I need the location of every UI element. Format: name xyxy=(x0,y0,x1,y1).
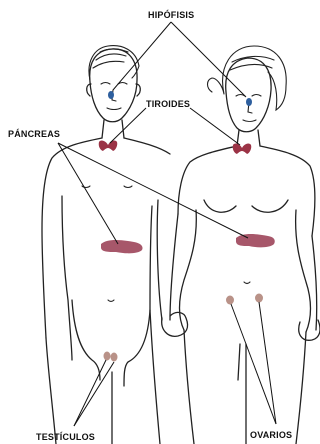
male-pancreas-gland xyxy=(101,240,143,253)
male-mouth xyxy=(107,108,121,110)
pointer-testiculos-right xyxy=(74,362,114,426)
ovary-left xyxy=(226,296,234,305)
pointer-hipofisis-female xyxy=(171,22,246,97)
label-pancreas: PÁNCREAS xyxy=(8,129,60,139)
pointer-tiroides-female xyxy=(190,108,240,145)
female-bust xyxy=(204,200,288,212)
testicle-right xyxy=(111,353,118,362)
label-testiculos: TESTÍCULOS xyxy=(36,432,95,442)
female-arm-right xyxy=(312,236,317,330)
female-navel xyxy=(244,282,250,284)
female-leg-right xyxy=(296,332,306,444)
male-chest-right xyxy=(124,186,132,188)
female-pituitary-gland xyxy=(246,98,252,106)
pointer-testiculos-left xyxy=(74,360,106,426)
label-ovarios: OVARIOS xyxy=(250,430,292,440)
male-navel xyxy=(108,300,114,302)
pointer-hipofisis-male xyxy=(113,22,171,90)
male-eye-left xyxy=(101,83,110,85)
label-hipofisis: HIPÓFISIS xyxy=(148,9,194,20)
testicle-left xyxy=(104,352,111,361)
male-arm-left-inner xyxy=(62,196,72,360)
male-neck xyxy=(102,120,124,138)
female-waist-left xyxy=(180,210,197,330)
female-mouth xyxy=(243,120,256,122)
female-torso-outline xyxy=(178,146,315,236)
male-hair xyxy=(89,46,139,80)
female-pancreas-gland xyxy=(236,234,275,247)
male-leg-right xyxy=(150,310,160,444)
female-waist-right xyxy=(296,210,311,332)
female-crotch-line xyxy=(238,344,246,444)
male-leg-left xyxy=(46,338,56,444)
female-eye-right xyxy=(252,95,261,97)
label-tiroides: TIROIDES xyxy=(146,99,190,109)
female-arm-left xyxy=(157,200,178,320)
female-leg-left xyxy=(184,330,194,444)
male-hip-right xyxy=(124,206,152,386)
male-pituitary-gland xyxy=(108,91,114,99)
male-thyroid-gland xyxy=(99,141,118,151)
pointer-tiroides-male xyxy=(110,108,146,143)
female-thyroid-gland xyxy=(233,144,252,154)
ovary-right xyxy=(255,294,263,303)
male-hip-left xyxy=(72,300,100,380)
pointer-ovarios-right xyxy=(259,302,276,424)
pointer-ovarios-left xyxy=(231,304,276,424)
